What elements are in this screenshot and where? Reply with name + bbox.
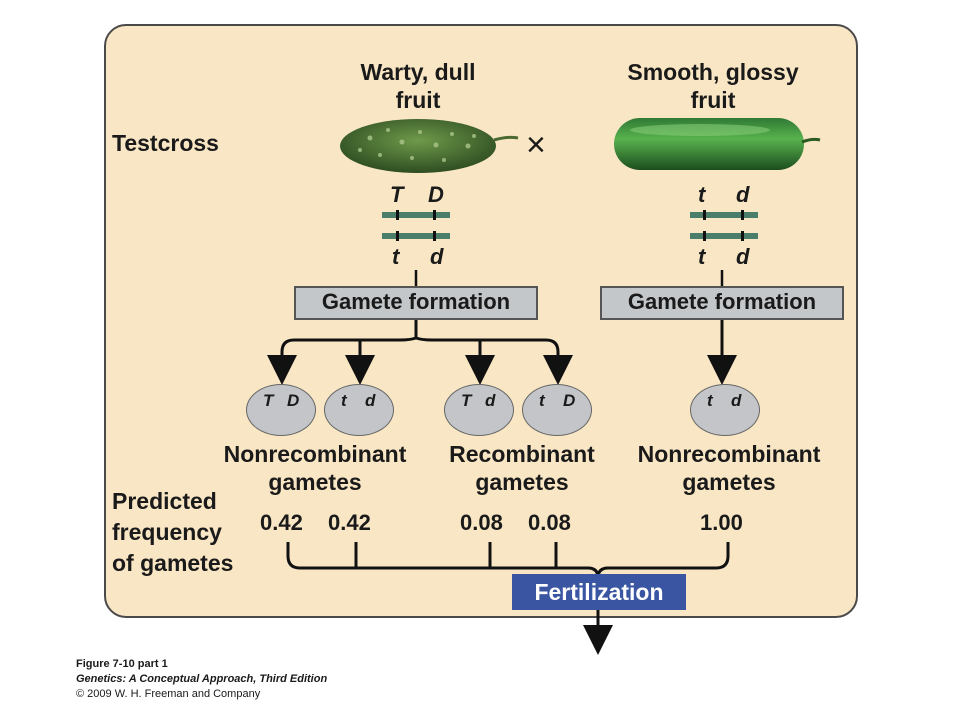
nonrecombinant-label-left: Nonrecombinant gametes [206,440,424,496]
predicted-frequency-label: Predicted frequency of gametes [112,486,233,579]
fertilization-box: Fertilization [512,574,686,610]
gamete-tD: t D [522,384,592,436]
smooth-cucumber-image [614,118,821,170]
parent2-title-line1: Smooth, glossy [627,59,799,85]
parent1-chromosomes [382,210,450,241]
allele-d: d [430,244,444,269]
gamete-TD: T D [246,384,316,436]
gamete-allele: T [461,391,472,410]
group-label-line2: gametes [268,469,362,495]
allele-d: d [736,244,750,269]
frequency-value: 0.08 [528,510,571,535]
book-title: Genetics: A Conceptual Approach, Third E… [76,673,328,685]
predicted-label-line3: of gametes [112,550,234,576]
group-label-line1: Nonrecombinant [223,441,407,467]
parent2-title: Smooth, glossy fruit [610,58,816,114]
gamete-allele: D [287,391,300,410]
gamete-allele: d [485,391,496,410]
frequency-value: 1.00 [700,510,743,535]
warty-cucumber-image [340,119,519,173]
gamete-allele: d [365,391,376,410]
merge-lines [286,542,730,655]
allele-D: D [428,182,444,207]
gamete-formation-box-right: Gamete formation [600,286,844,320]
gamete-allele: t [539,391,545,410]
allele-t: t [698,244,706,269]
gamete-allele: T [263,391,274,410]
parent1-title-line1: Warty, dull [360,59,476,85]
parent2-chromosomes [690,210,758,241]
predicted-label-line2: frequency [112,519,222,545]
parent1-title: Warty, dull fruit [340,58,496,114]
parent2-title-line2: fruit [690,87,736,113]
figure-number: Figure 7-10 part 1 [76,658,168,670]
gamete-formation-box-left: Gamete formation [294,286,538,320]
allele-t: t [392,244,400,269]
testcross-label: Testcross [112,130,219,156]
allele-T: T [390,182,404,207]
gamete-allele: t [341,391,347,410]
frequency-value: 0.42 [260,510,303,535]
frequency-value: 0.42 [328,510,371,535]
gamete-allele: t [707,391,713,410]
gamete-td-parent2: t d [690,384,760,436]
allele-d: d [736,182,750,207]
predicted-label-line1: Predicted [112,488,217,514]
nonrecombinant-label-right: Nonrecombinant gametes [620,440,838,496]
group-label-line1: Recombinant [449,441,595,467]
gamete-td: t d [324,384,394,436]
gamete-allele: d [731,391,742,410]
parent1-title-line2: fruit [395,87,441,113]
allele-t: t [698,182,706,207]
group-label-line2: gametes [682,469,776,495]
group-label-line2: gametes [475,469,569,495]
recombinant-label: Recombinant gametes [436,440,608,496]
branch-arrows-left [267,318,573,385]
gamete-allele: D [563,391,576,410]
frequency-value: 0.08 [460,510,503,535]
gamete-Td: T d [444,384,514,436]
cross-symbol: × [526,126,546,164]
copyright: © 2009 W. H. Freeman and Company [76,688,261,700]
group-label-line1: Nonrecombinant [637,441,821,467]
